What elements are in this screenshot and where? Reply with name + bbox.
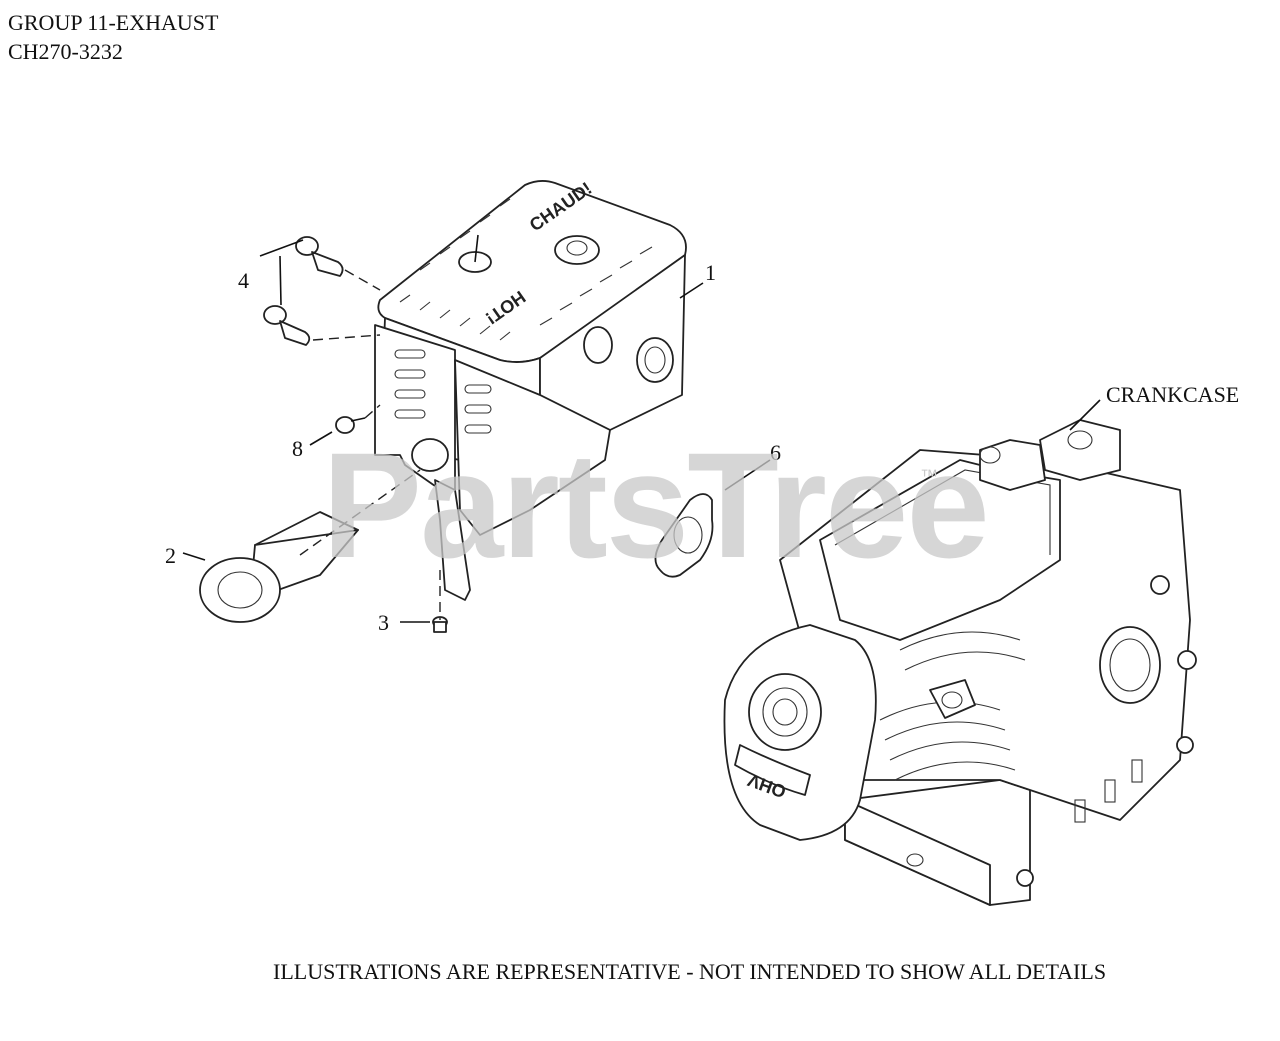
gasket-part[interactable] xyxy=(654,493,714,578)
callout-2: 2 xyxy=(165,543,176,568)
leader-lines xyxy=(182,239,1101,623)
assembly-dash-lines xyxy=(299,269,441,620)
disclaimer-note: ILLUSTRATIONS ARE REPRESENTATIVE - NOT I… xyxy=(273,959,1107,984)
bolt-part-upper[interactable] xyxy=(295,236,344,277)
screw-part[interactable] xyxy=(335,416,366,434)
watermark-logo: PartsTree xyxy=(322,421,990,589)
group-title: GROUP 11-EXHAUST xyxy=(8,10,219,35)
spark-arrestor-part[interactable] xyxy=(199,511,359,623)
bolt-part-lower[interactable] xyxy=(263,305,311,346)
model-number: CH270-3232 xyxy=(8,39,123,64)
watermark-trademark: ™ xyxy=(920,466,938,486)
callout-8: 8 xyxy=(292,436,303,461)
small-screw-part[interactable] xyxy=(432,616,448,633)
callout-1: 1 xyxy=(705,260,716,285)
callout-4: 4 xyxy=(238,268,249,293)
callout-crankcase: CRANKCASE xyxy=(1106,382,1239,407)
callout-3: 3 xyxy=(378,610,389,635)
crankcase-engine: OHV xyxy=(723,419,1197,906)
callout-6: 6 xyxy=(770,440,781,465)
muffler-part[interactable]: CHAUD! HOT! xyxy=(374,178,687,601)
